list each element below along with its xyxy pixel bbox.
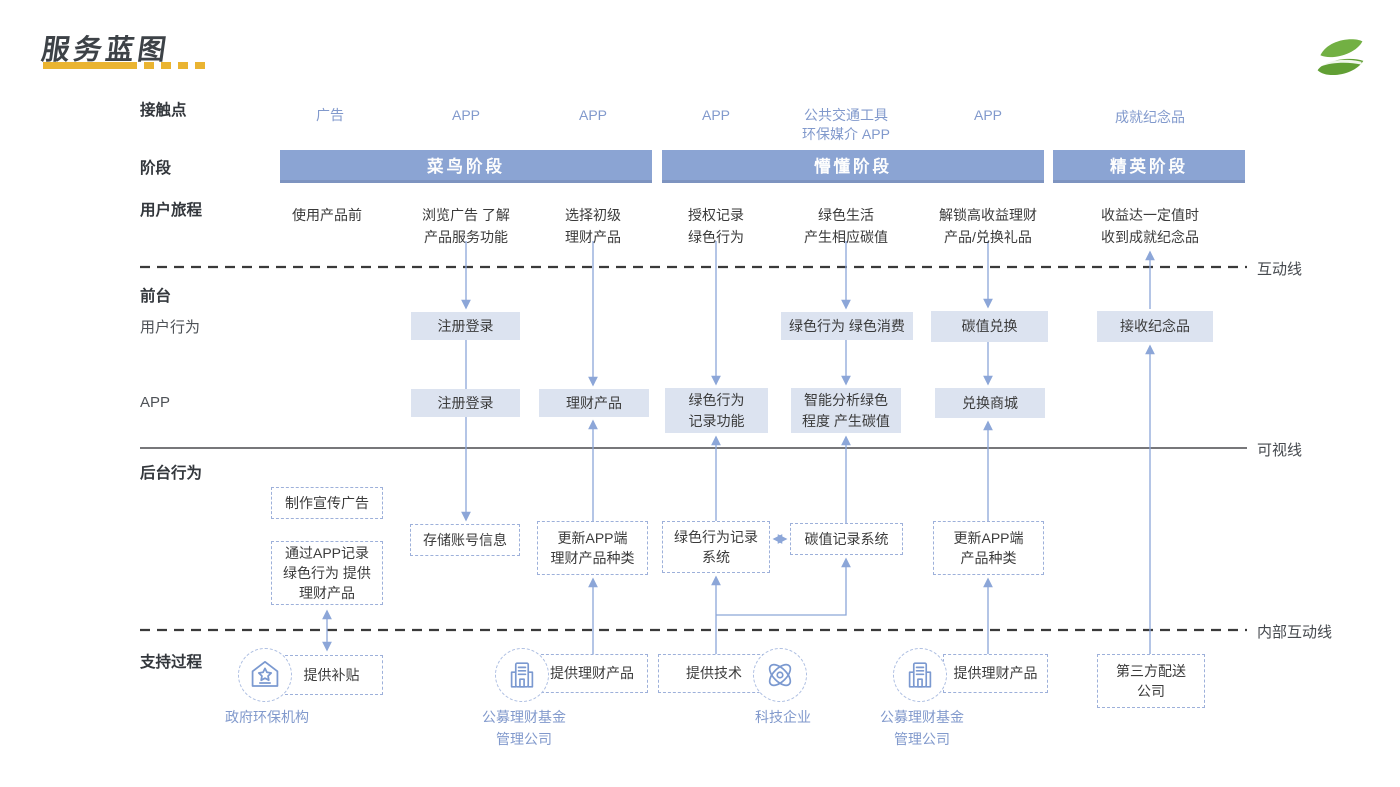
caption-fund-company-2: 公募理财基金 管理公司 <box>880 709 964 747</box>
node-update-app-products: 更新APP端 理财产品种类 <box>537 521 648 575</box>
node-exchange-mall: 兑换商城 <box>935 388 1045 418</box>
node-make-ads: 制作宣传广告 <box>271 487 383 519</box>
touchpoint-4: APP <box>701 107 730 123</box>
node-financial-products: 理财产品 <box>539 389 649 417</box>
node-provide-technology: 提供技术 <box>658 654 770 693</box>
label-touchpoints: 接触点 <box>140 102 187 119</box>
journey-step-2: 浏览广告 了解 产品服务功能 <box>422 207 510 245</box>
internal-line-label: 内部互动线 <box>1257 624 1333 641</box>
label-frontstage: 前台 <box>140 288 172 305</box>
node-provide-financial-1: 提供理财产品 <box>536 654 648 693</box>
journey-step-4: 授权记录 绿色行为 <box>688 207 744 245</box>
node-green-record-system: 绿色行为记录 系统 <box>662 521 770 573</box>
node-register-login-app: 注册登录 <box>411 389 520 417</box>
node-green-record-feature: 绿色行为 记录功能 <box>665 388 768 433</box>
caption-tech-company: 科技企业 <box>755 709 811 725</box>
government-icon <box>238 648 292 702</box>
node-third-party-delivery: 第三方配送 公司 <box>1097 654 1205 708</box>
node-receive-souvenir: 接收纪念品 <box>1097 311 1213 342</box>
node-provide-financial-2: 提供理财产品 <box>943 654 1048 693</box>
journey-step-7: 收益达一定值时 收到成就纪念品 <box>1101 207 1199 245</box>
stage-bar-novice: 懵懂阶段 <box>662 150 1044 183</box>
node-carbon-record-system: 碳值记录系统 <box>790 523 903 555</box>
journey-step-1: 使用产品前 <box>292 207 362 223</box>
label-app: APP <box>140 394 171 411</box>
stage-bar-elite: 精英阶段 <box>1053 150 1245 183</box>
journey-step-5: 绿色生活 产生相应碳值 <box>804 207 888 245</box>
visibility-line-label: 可视线 <box>1257 442 1303 459</box>
label-journey: 用户旅程 <box>140 202 203 219</box>
label-stage: 阶段 <box>140 160 172 177</box>
touchpoint-1: 广告 <box>316 107 344 123</box>
atom-icon <box>753 648 807 702</box>
interaction-line-label: 互动线 <box>1257 261 1303 278</box>
node-register-login-user: 注册登录 <box>411 312 520 340</box>
stage-bar-rookie: 菜鸟阶段 <box>280 150 652 183</box>
touchpoint-2: APP <box>451 107 480 123</box>
leaf-logo-icon <box>1317 39 1364 76</box>
label-user-behavior: 用户行为 <box>140 319 201 336</box>
node-store-account: 存储账号信息 <box>410 524 520 556</box>
node-update-product-types: 更新APP端 产品种类 <box>933 521 1044 575</box>
touchpoint-7: 成就纪念品 <box>1115 109 1185 125</box>
touchpoint-6: APP <box>973 107 1002 123</box>
touchpoint-3: APP <box>578 107 607 123</box>
node-app-record-provide: 通过APP记录 绿色行为 提供 理财产品 <box>271 541 383 605</box>
caption-fund-company-1: 公募理财基金 管理公司 <box>482 709 566 747</box>
caption-government: 政府环保机构 <box>225 709 309 725</box>
node-provide-subsidy: 提供补贴 <box>280 655 383 695</box>
bank-building-icon <box>893 648 947 702</box>
node-carbon-exchange: 碳值兑换 <box>931 311 1048 342</box>
bank-building-icon <box>495 648 549 702</box>
label-support: 支持过程 <box>140 654 203 671</box>
journey-step-6: 解锁高收益理财 产品/兑换礼品 <box>939 207 1037 245</box>
node-green-behavior-consume: 绿色行为 绿色消费 <box>781 312 913 340</box>
title-underline <box>43 62 205 69</box>
label-backstage: 后台行为 <box>140 465 203 482</box>
node-smart-analysis: 智能分析绿色 程度 产生碳值 <box>791 388 901 433</box>
touchpoint-5: 公共交通工具 环保媒介 APP <box>802 107 890 142</box>
journey-step-3: 选择初级 理财产品 <box>565 207 621 245</box>
